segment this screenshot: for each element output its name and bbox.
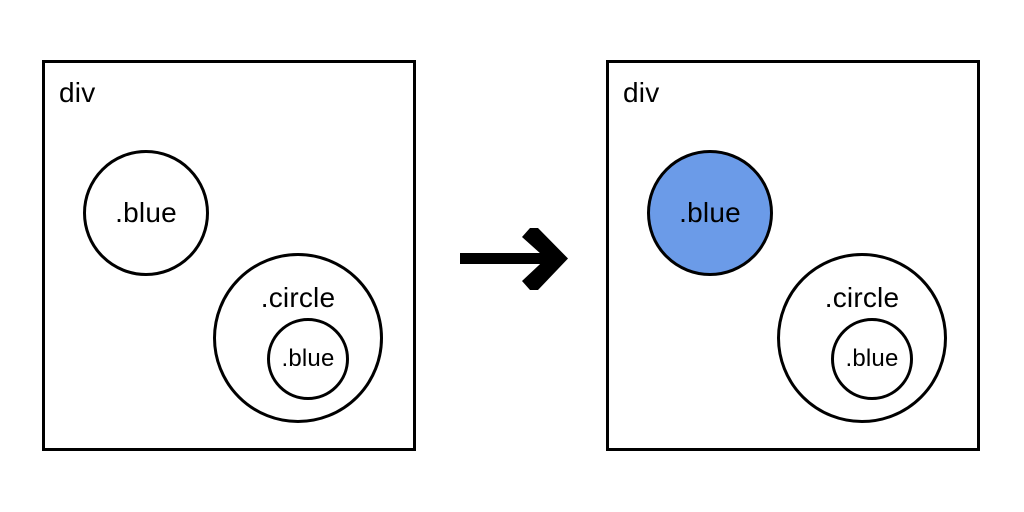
blue-circle-nested-before: .blue: [267, 318, 349, 400]
div-box-before: div .blue .circle .blue: [42, 60, 416, 451]
blue-circle-standalone-label-after: .blue: [679, 197, 741, 228]
blue-circle-nested-after: .blue: [831, 318, 913, 400]
blue-circle-standalone-label-before: .blue: [115, 197, 177, 228]
div-label-before: div: [59, 77, 96, 108]
circle-element-label-before: .circle: [260, 282, 336, 313]
blue-circle-nested-label-before: .blue: [281, 345, 335, 372]
div-box-after: div .blue .circle .blue: [606, 60, 980, 451]
div-label-after: div: [623, 77, 660, 108]
blue-circle-standalone-before: .blue: [83, 150, 209, 276]
blue-circle-standalone-after: .blue: [647, 150, 773, 276]
circle-element-label-after: .circle: [824, 282, 900, 313]
right-arrow-icon: [460, 228, 568, 290]
blue-circle-nested-label-after: .blue: [845, 345, 899, 372]
